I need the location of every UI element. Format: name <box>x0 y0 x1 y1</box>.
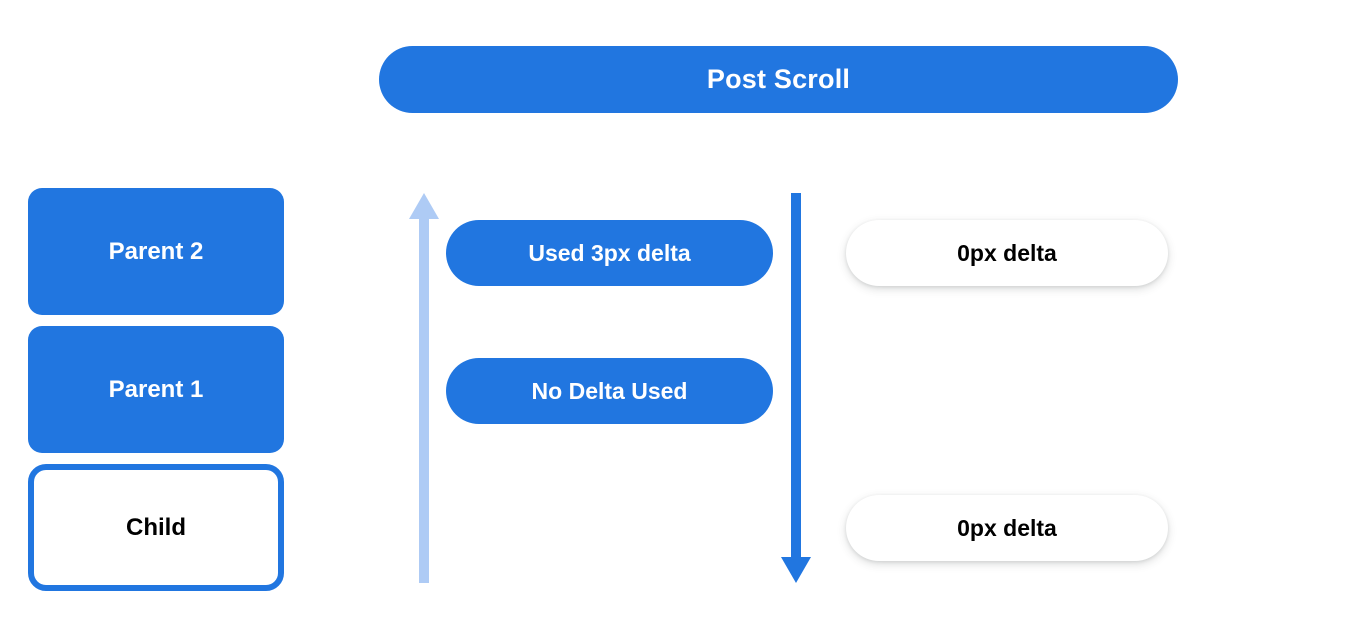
delta-pill-no-delta-used: No Delta Used <box>446 358 773 424</box>
header-pill: Post Scroll <box>379 46 1178 113</box>
stack-item-label: Parent 1 <box>108 375 204 403</box>
stack-item-label: Parent 2 <box>108 237 204 265</box>
delta-pill-label: 0px delta <box>957 514 1057 541</box>
delta-pill-zero-top: 0px delta <box>846 220 1168 286</box>
stack-item-parent-2: Parent 2 <box>28 188 284 315</box>
delta-pill-zero-bottom: 0px delta <box>846 495 1168 561</box>
delta-pill-label: No Delta Used <box>531 377 688 404</box>
scroll-down-arrow <box>780 193 812 588</box>
stack-item-child: Child <box>28 464 284 591</box>
delta-pill-used-3px: Used 3px delta <box>446 220 773 286</box>
scroll-up-arrow <box>408 193 440 588</box>
delta-pill-label: 0px delta <box>957 239 1057 266</box>
stack-item-label: Child <box>126 513 186 541</box>
stack-item-parent-1: Parent 1 <box>28 326 284 453</box>
page-title: Post Scroll <box>706 64 851 94</box>
node-stack: Parent 2 Parent 1 Child <box>28 188 284 591</box>
delta-pill-label: Used 3px delta <box>528 239 691 266</box>
